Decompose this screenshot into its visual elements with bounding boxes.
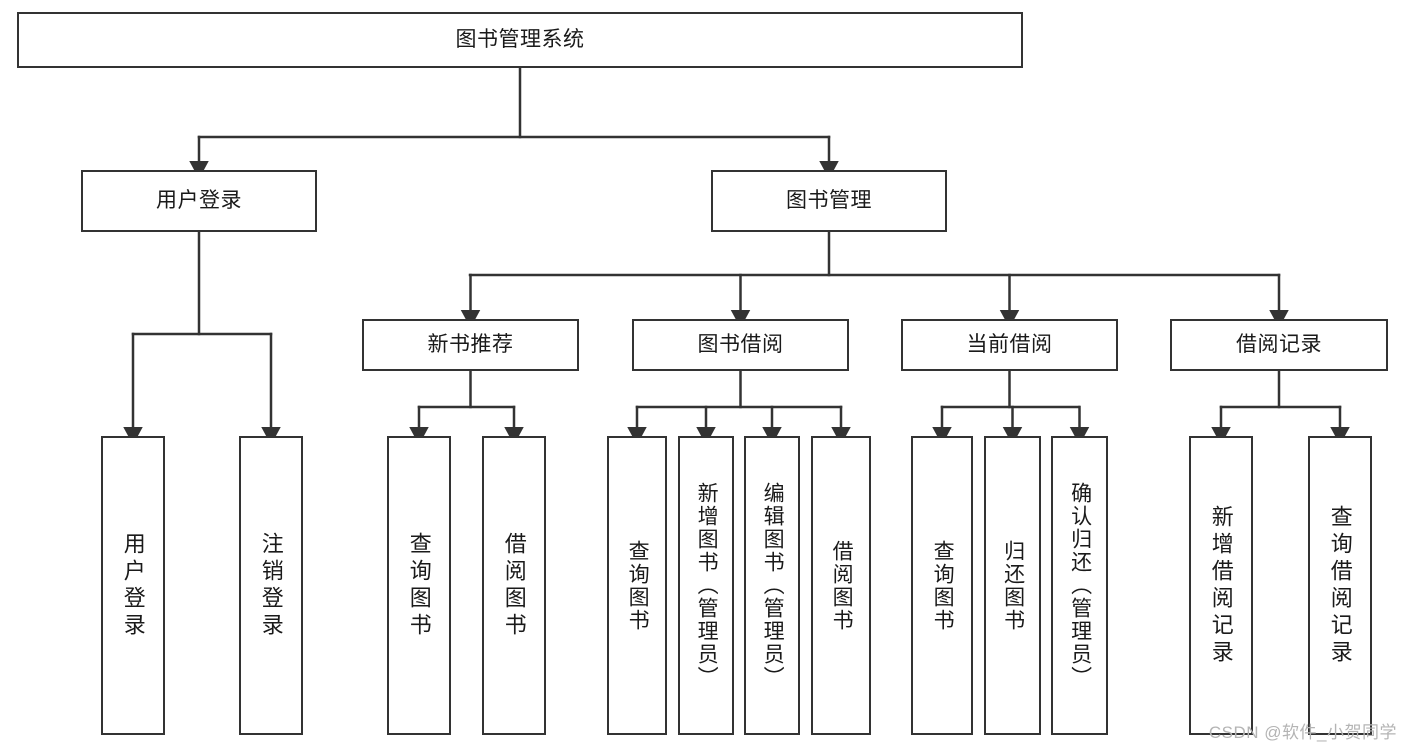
node-leaf-nb-query[interactable]: 查询图书 [387, 436, 451, 735]
node-bookmgmt[interactable]: 图书管理 [711, 170, 947, 232]
node-leaf-bw-add[interactable]: 新增图书（管理员） [678, 436, 734, 735]
node-borrow[interactable]: 图书借阅 [632, 319, 849, 371]
node-label: 图书管理 [786, 188, 872, 212]
node-label: 当前借阅 [966, 332, 1053, 356]
node-label: 借阅记录 [1236, 332, 1322, 356]
node-leaf-bw-query[interactable]: 查询图书 [607, 436, 667, 735]
node-label: 新增借阅记录 [1208, 504, 1234, 667]
node-leaf-login[interactable]: 用户登录 [101, 436, 165, 735]
node-root[interactable]: 图书管理系统 [17, 12, 1023, 68]
node-label: 编辑图书（管理员） [761, 482, 785, 689]
tree-links [123, 66, 1350, 445]
node-label: 新书推荐 [427, 332, 514, 356]
node-label: 查询图书 [406, 531, 432, 640]
node-label: 借阅图书 [830, 539, 854, 632]
node-label: 确认归还（管理员） [1068, 482, 1092, 689]
node-label: 图书管理系统 [455, 27, 585, 51]
node-label: 注销登录 [258, 531, 284, 640]
node-leaf-bw-edit[interactable]: 编辑图书（管理员） [744, 436, 800, 735]
node-leaf-nb-borrow[interactable]: 借阅图书 [482, 436, 546, 735]
node-leaf-cur-query[interactable]: 查询图书 [911, 436, 973, 735]
node-current[interactable]: 当前借阅 [901, 319, 1118, 371]
watermark-label: CSDN @软件_小贺同学 [1208, 723, 1397, 742]
node-leaf-rec-query[interactable]: 查询借阅记录 [1308, 436, 1372, 735]
node-label: 借阅图书 [501, 531, 527, 640]
node-leaf-cur-confirm[interactable]: 确认归还（管理员） [1051, 436, 1108, 735]
node-label: 查询借阅记录 [1327, 504, 1353, 667]
node-leaf-cur-return[interactable]: 归还图书 [984, 436, 1041, 735]
node-label: 查询图书 [931, 539, 955, 632]
node-label: 查询图书 [626, 539, 650, 632]
node-label: 图书借阅 [697, 332, 784, 356]
node-leaf-rec-add[interactable]: 新增借阅记录 [1189, 436, 1253, 735]
node-label: 归还图书 [1001, 539, 1025, 632]
node-newbook[interactable]: 新书推荐 [362, 319, 579, 371]
node-leaf-logout[interactable]: 注销登录 [239, 436, 303, 735]
node-login[interactable]: 用户登录 [81, 170, 317, 232]
node-records[interactable]: 借阅记录 [1170, 319, 1388, 371]
node-label: 新增图书（管理员） [695, 482, 719, 689]
node-label: 用户登录 [156, 188, 242, 212]
node-label: 用户登录 [120, 531, 146, 640]
node-leaf-bw-borrow[interactable]: 借阅图书 [811, 436, 871, 735]
